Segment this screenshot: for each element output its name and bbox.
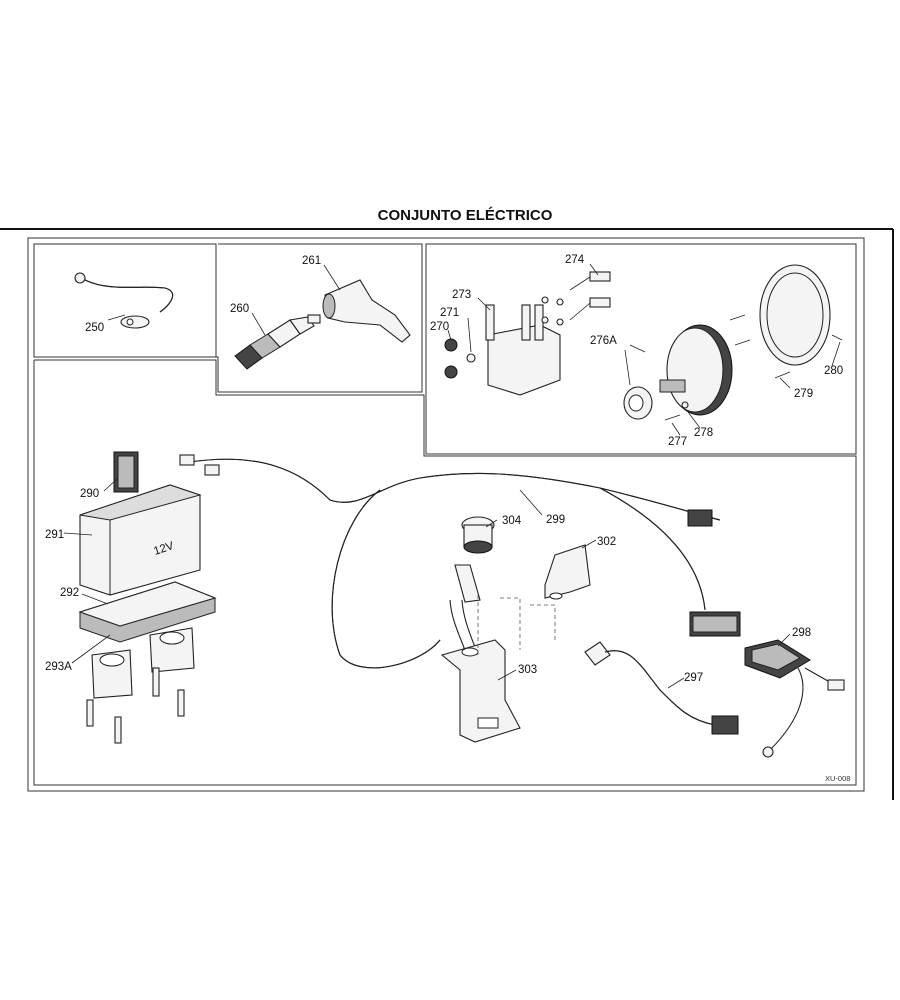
spark-plug-part bbox=[234, 314, 321, 370]
callout-302: 302 bbox=[597, 536, 616, 548]
panel-spark-plug bbox=[34, 243, 423, 393]
callout-293A: 293A bbox=[45, 661, 72, 673]
fuse-holder-part bbox=[744, 639, 845, 758]
switch-bracket-part bbox=[544, 544, 591, 600]
diagram-border bbox=[27, 237, 865, 792]
callout-292: 292 bbox=[60, 587, 79, 599]
callout-298: 298 bbox=[792, 627, 811, 639]
callout-271: 271 bbox=[440, 307, 459, 319]
callout-273: 273 bbox=[452, 289, 471, 301]
callout-276A: 276A bbox=[590, 335, 617, 347]
panel-main-harness bbox=[33, 359, 857, 786]
callout-277: 277 bbox=[668, 436, 687, 448]
ignition-switch-part bbox=[449, 516, 495, 681]
mounting-bracket-part bbox=[440, 639, 521, 743]
drawing-code: XU-008 bbox=[825, 774, 850, 783]
callout-291: 291 bbox=[45, 529, 64, 541]
mount-ring-part bbox=[759, 264, 843, 366]
callout-280: 280 bbox=[824, 365, 843, 377]
diagram-title: CONJUNTO ELÉCTRICO bbox=[377, 207, 553, 224]
callout-279: 279 bbox=[794, 388, 813, 400]
callout-250: 250 bbox=[85, 322, 104, 334]
stator-part bbox=[623, 324, 733, 420]
main-wiring-harness-part bbox=[179, 454, 741, 669]
battery-clamp-part bbox=[91, 627, 195, 699]
callout-278: 278 bbox=[694, 427, 713, 439]
bolts-part bbox=[86, 667, 185, 744]
callout-274: 274 bbox=[565, 254, 585, 266]
callout-270: 270 bbox=[430, 321, 449, 333]
callout-260: 260 bbox=[230, 303, 249, 315]
ignition-coil-part bbox=[444, 304, 561, 396]
callout-261: 261 bbox=[302, 255, 321, 267]
stator-screws-part bbox=[541, 271, 611, 326]
callout-290: 290 bbox=[80, 488, 99, 500]
callout-299: 299 bbox=[546, 514, 565, 526]
battery-part: 12V bbox=[79, 484, 202, 596]
ground-cable-part bbox=[74, 272, 174, 329]
callout-297: 297 bbox=[684, 672, 703, 684]
panel-ground-cable bbox=[33, 243, 217, 358]
plug-cap-part bbox=[322, 279, 411, 343]
callout-304: 304 bbox=[502, 515, 522, 527]
battery-strap-part bbox=[113, 451, 139, 493]
panel-stator bbox=[425, 243, 857, 455]
callout-303: 303 bbox=[518, 664, 537, 676]
sensor-cable-part bbox=[584, 641, 739, 735]
battery-tray-part bbox=[78, 581, 217, 643]
assembly-guide-lines bbox=[477, 595, 556, 655]
small-screws-part bbox=[664, 314, 791, 421]
leader-lines bbox=[63, 263, 841, 689]
callout-labels: 250 260 261 270 271 273 274 276A 277 278… bbox=[45, 254, 850, 783]
